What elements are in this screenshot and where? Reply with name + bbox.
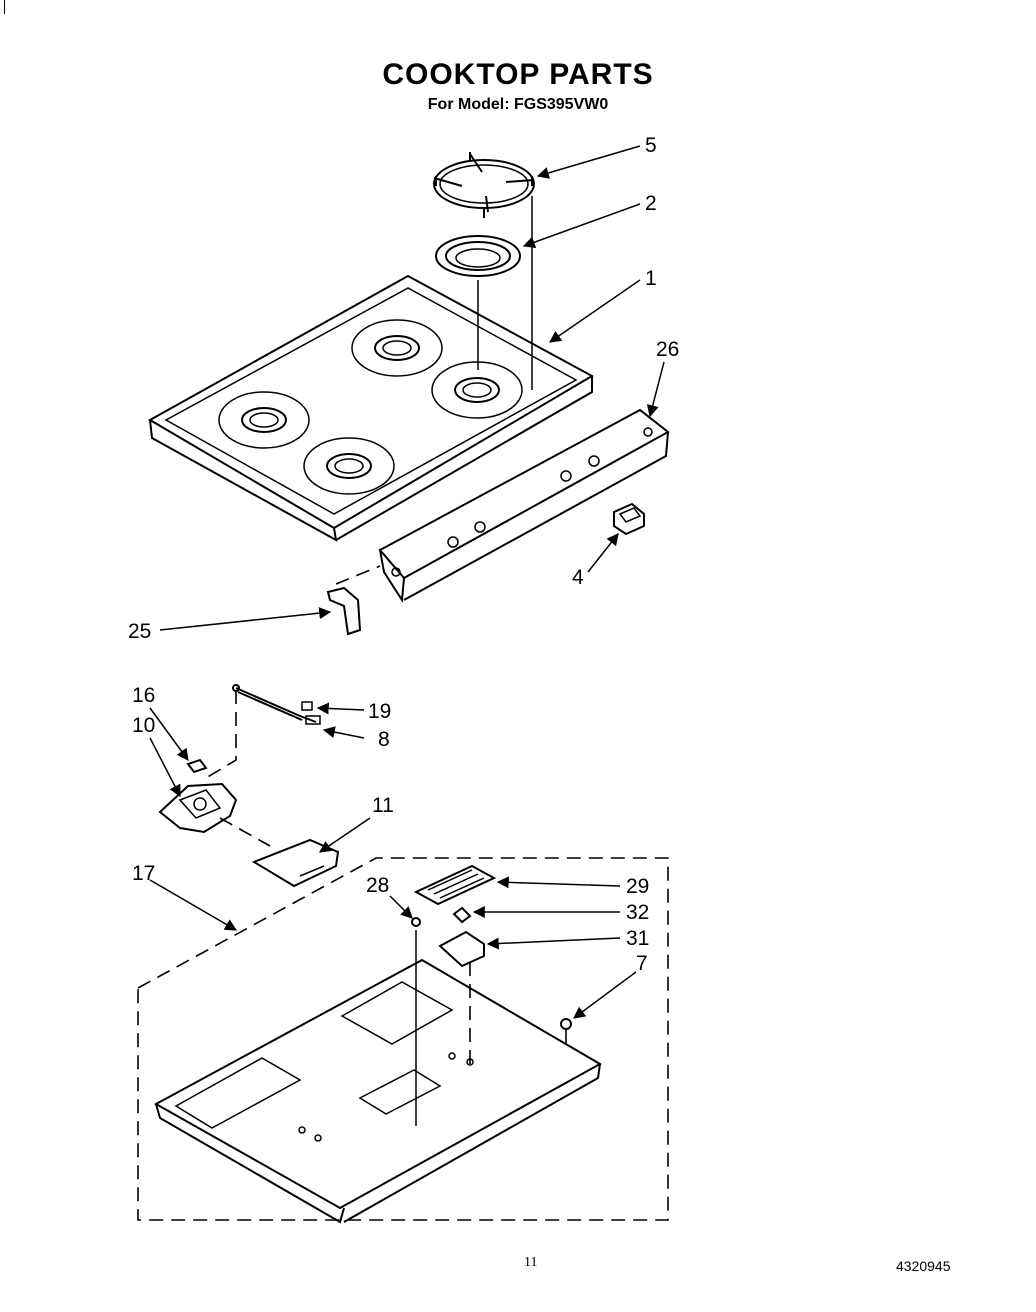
electrode-part xyxy=(232,684,321,725)
page-title: COOKTOP PARTS xyxy=(382,58,654,91)
leader-lines xyxy=(149,145,665,1019)
grate-part xyxy=(433,152,535,218)
callout-19: 19 xyxy=(368,700,391,723)
burner-box-part xyxy=(137,857,669,1224)
end-cap-part xyxy=(326,565,381,636)
callout-17: 17 xyxy=(132,862,155,885)
page-number: 11 xyxy=(524,1255,538,1270)
callout-31: 31 xyxy=(626,927,649,950)
callout-29: 29 xyxy=(626,875,649,898)
burner-bowl-part xyxy=(435,235,521,277)
cooktop-panel-part xyxy=(147,196,595,542)
control-panel-strip-part xyxy=(378,408,670,603)
callout-32: 32 xyxy=(626,901,649,924)
page-edge-mark xyxy=(4,0,5,14)
callout-25: 25 xyxy=(128,620,151,643)
callout-5: 5 xyxy=(645,134,657,157)
callout-7: 7 xyxy=(636,952,648,975)
callout-10: 10 xyxy=(132,714,155,737)
valve-bracket-part xyxy=(158,690,271,847)
callout-16: 16 xyxy=(132,684,155,707)
callout-4: 4 xyxy=(572,566,584,589)
bracket-plate-part xyxy=(251,838,340,888)
callout-8: 8 xyxy=(378,728,390,751)
callout-1: 1 xyxy=(645,267,657,290)
callout-11: 11 xyxy=(372,794,394,817)
callout-28: 28 xyxy=(366,874,389,897)
model-subtitle: For Model: FGS395VW0 xyxy=(427,96,609,113)
document-number: 4320945 xyxy=(896,1258,951,1274)
small-parts-group xyxy=(411,864,572,1030)
callout-26: 26 xyxy=(656,338,679,361)
callout-2: 2 xyxy=(645,192,657,215)
switch-part xyxy=(613,502,645,536)
